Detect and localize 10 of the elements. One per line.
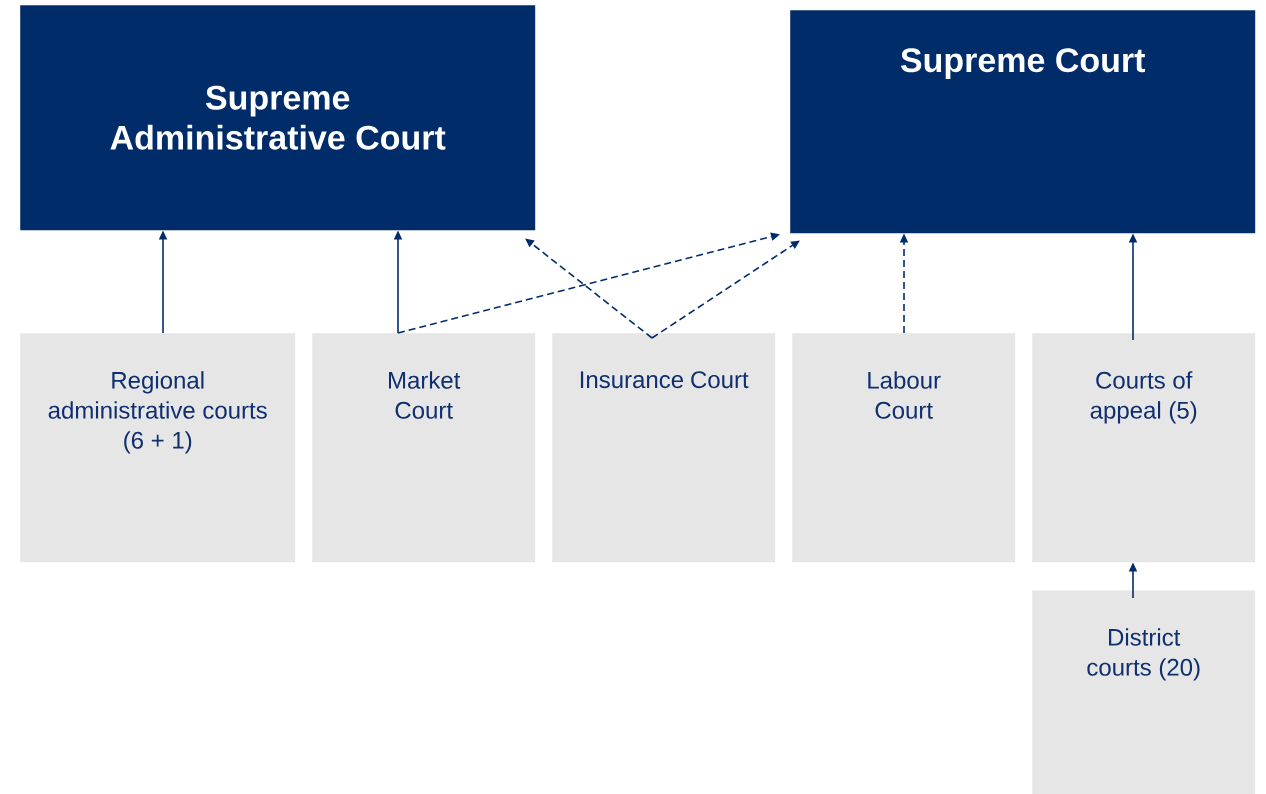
arrow	[525, 238, 653, 339]
court-box: Supreme Administrative Court	[20, 5, 536, 231]
court-box: Courts of appeal (5)	[1032, 333, 1256, 563]
court-box: Market Court	[312, 333, 536, 563]
court-box: Regional administrative courts (6 + 1)	[20, 333, 296, 563]
court-box: Labour Court	[792, 333, 1016, 563]
arrow	[651, 240, 800, 339]
court-box: Supreme Court	[790, 10, 1256, 234]
court-box: District courts (20)	[1032, 590, 1256, 794]
court-box: Insurance Court	[552, 333, 776, 563]
